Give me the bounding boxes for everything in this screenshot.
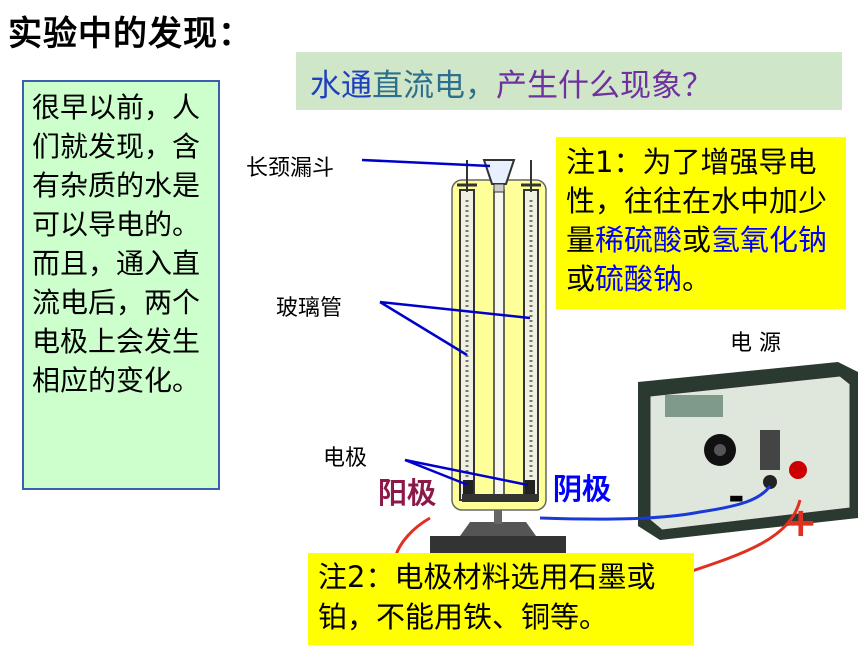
left-electrode: [463, 480, 473, 494]
page-title: 实验中的发现：: [8, 14, 253, 54]
note-2-box: 注2：电极材料选用石墨或铂，不能用铁、铜等。: [308, 553, 694, 645]
plus-sign: +: [784, 500, 818, 546]
question-part-3: 产生什么现象？: [496, 68, 713, 104]
positive-terminal: [789, 461, 807, 479]
note-1-dilute-sulfuric-acid: 稀硫酸: [595, 223, 683, 257]
discovery-text-box: 很早以前，人们就发现，含有杂质的水是可以导电的。而且，通入直流电后，两个电极上会…: [22, 80, 220, 490]
stand-base: [430, 536, 566, 554]
bottom-connector: [462, 494, 538, 502]
note-1-sodium-sulfate: 硫酸钠: [595, 262, 683, 296]
label-cathode: 阴极: [553, 472, 612, 506]
question-part-2: 直流电，: [372, 68, 496, 104]
note-1-prefix: 注1：为了增强导电性，往往在水中加少量: [566, 145, 828, 257]
cathode-wire: [539, 485, 772, 521]
stand-foot: [460, 522, 536, 536]
pointer-lines: [361, 158, 531, 487]
middle-tube: [482, 159, 516, 501]
power-display: [665, 395, 723, 417]
stand-rod: [494, 500, 502, 524]
note-1-or-2: 或: [566, 262, 596, 296]
right-glass-tube: [521, 160, 541, 501]
label-electrode: 电极: [323, 446, 368, 471]
label-power-supply: 电 源: [730, 331, 781, 356]
note-1-or-1: 或: [682, 223, 712, 257]
note-1-suffix: 。: [682, 262, 712, 296]
left-glass-tube: [457, 160, 477, 501]
power-supply: [638, 362, 858, 540]
label-glass-tube: 玻璃管: [276, 296, 343, 321]
right-electrode: [525, 480, 535, 494]
question-part-1: 水通: [310, 68, 372, 104]
note-1-sodium-hydroxide: 氢氧化钠: [711, 223, 828, 257]
note-1-box: 注1：为了增强导电性，往往在水中加少量稀硫酸或氢氧化钠或硫酸钠。: [556, 137, 846, 309]
negative-terminal: [763, 475, 777, 489]
minus-sign: -: [728, 474, 745, 520]
funnel-cup: [482, 159, 516, 185]
label-anode: 阳极: [378, 476, 437, 510]
question-banner: 水通直流电，产生什么现象？: [296, 52, 842, 110]
label-long-neck-funnel: 长颈漏斗: [246, 156, 335, 181]
